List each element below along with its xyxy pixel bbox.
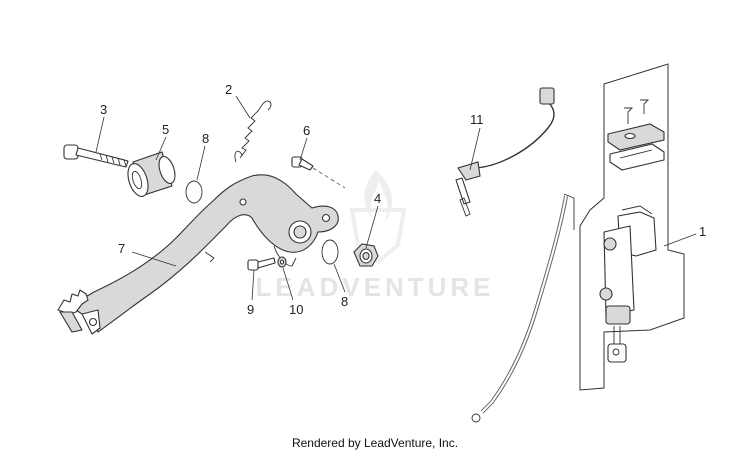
leader-line-11 (469, 127, 481, 171)
render-credit: Rendered by LeadVenture, Inc. (291, 436, 459, 450)
callout-8-lower: 8 (341, 294, 348, 309)
callout-9: 9 (247, 302, 254, 317)
callout-3: 3 (100, 102, 107, 117)
callout-11: 11 (470, 112, 484, 127)
part-brake-switch-11 (455, 87, 555, 217)
leader-line-4 (365, 205, 379, 249)
part-brake-pedal-7 (68, 174, 339, 335)
leader-line-7 (131, 251, 177, 267)
leader-line-8b (333, 263, 346, 293)
callout-5: 5 (162, 122, 169, 137)
callout-6: 6 (303, 123, 310, 138)
assembly-line-upper (312, 167, 346, 189)
callout-2: 2 (225, 82, 232, 97)
part-o-ring-8-left (185, 180, 203, 204)
leader-line-2 (235, 95, 251, 119)
part-bolt-3 (63, 144, 129, 168)
part-bolt-9 (247, 257, 276, 271)
leader-line-10 (282, 267, 294, 301)
part-master-cylinder-1 (579, 63, 685, 391)
callout-8-upper: 8 (202, 131, 209, 146)
callout-4: 4 (374, 191, 381, 206)
callout-7: 7 (118, 241, 125, 256)
leader-line-3 (95, 116, 105, 153)
leader-line-1 (663, 233, 697, 247)
part-brake-hose (471, 193, 575, 423)
callout-1: 1 (699, 224, 706, 239)
part-bushing-5 (127, 151, 176, 197)
part-bolt-6 (291, 156, 314, 171)
part-spring-2 (234, 100, 272, 163)
leader-line-9 (251, 269, 255, 301)
part-pedal-tread (57, 289, 89, 333)
part-o-ring-8-right (321, 239, 339, 265)
leader-line-8a (196, 145, 206, 181)
watermark-logo-icon (349, 170, 407, 265)
callout-10: 10 (289, 302, 303, 317)
watermark-text: LEADVENTURE (255, 272, 494, 302)
part-nut-4 (353, 243, 379, 267)
leader-line-5 (155, 136, 167, 161)
part-washer-10 (277, 256, 287, 268)
leader-line-6 (299, 137, 308, 161)
